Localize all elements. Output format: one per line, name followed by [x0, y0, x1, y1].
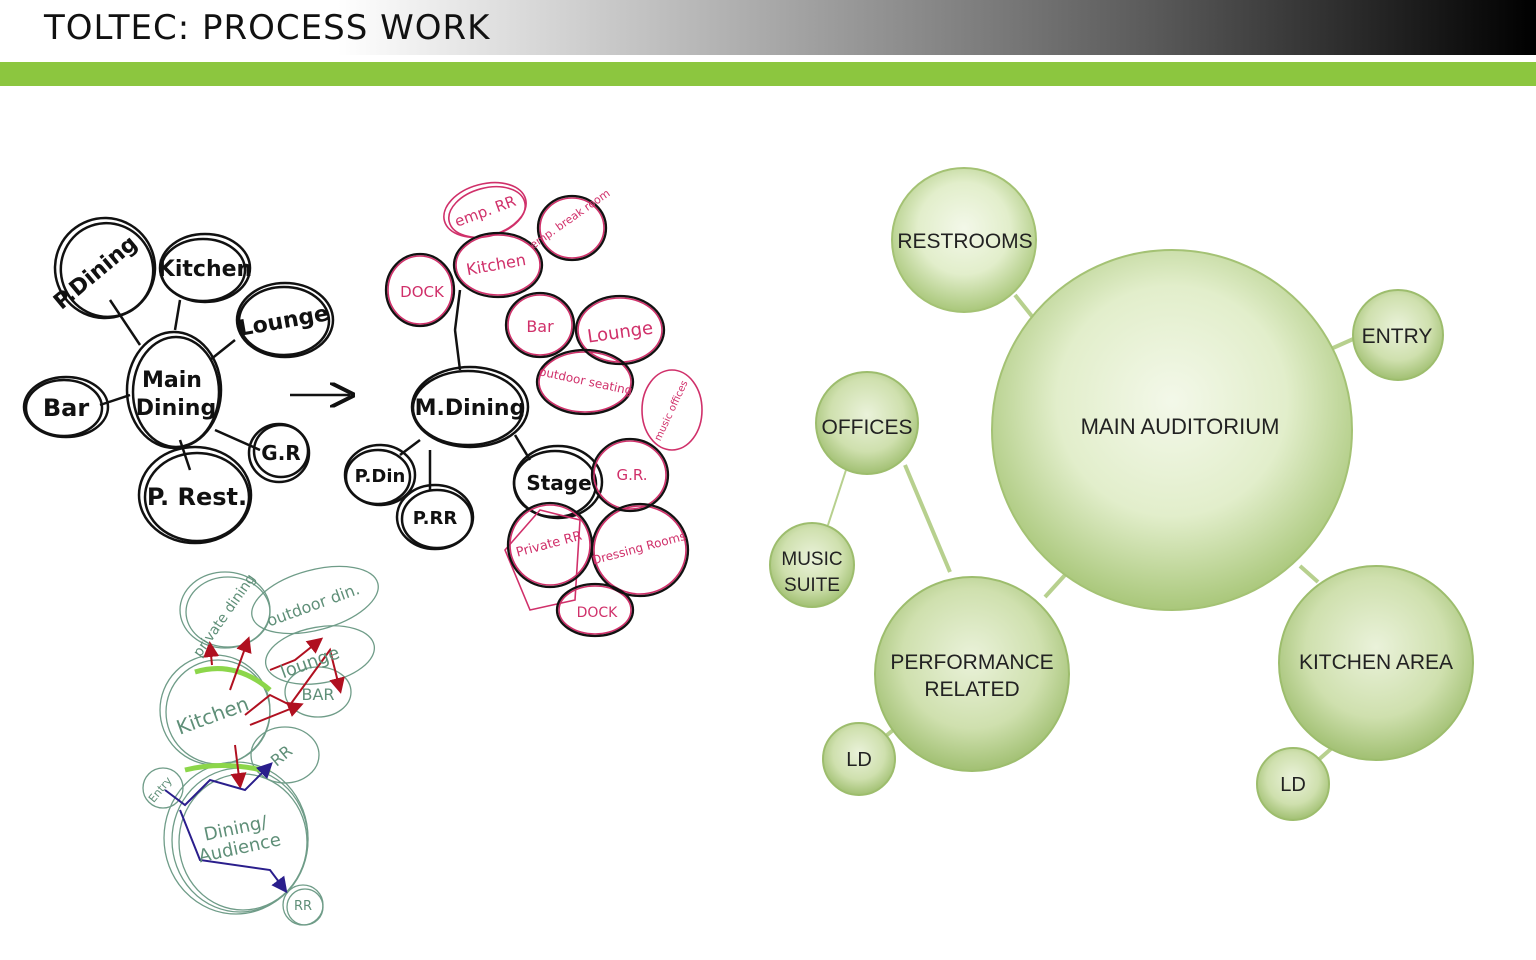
- label-ld-1: LD: [846, 749, 872, 771]
- bubble-ld-2: [1256, 747, 1330, 821]
- label-kitchen-area: KITCHEN AREA: [1299, 651, 1453, 674]
- sketch2-gr: G.R.: [616, 466, 647, 484]
- sketch-2: [343, 181, 703, 638]
- sketch2-dock-2: DOCK: [577, 605, 619, 621]
- label-offices: OFFICES: [821, 416, 912, 439]
- connector-kitchen-main: [1298, 564, 1320, 584]
- sketch1-lounge: Lounge: [237, 301, 331, 341]
- sketch-3-arrows: [164, 636, 345, 894]
- label-main-auditorium: MAIN AUDITORIUM: [1081, 414, 1280, 439]
- sketch2-dock-1: DOCK: [400, 283, 445, 301]
- label-restrooms: RESTROOMS: [897, 230, 1032, 253]
- bubble-main-auditorium: [991, 249, 1353, 611]
- connector-offices-music: [827, 469, 847, 526]
- sketch2-kitchen: Kitchen: [465, 250, 528, 279]
- sketch2-stage: Stage: [526, 471, 591, 495]
- bubble-diagram: MAIN AUDITORIUM RESTROOMS ENTRY OFFICES …: [769, 167, 1474, 821]
- bubble-entry: [1352, 289, 1444, 381]
- page-title: TOLTEC: PROCESS WORK: [44, 8, 491, 48]
- sketch2-music: music offices: [653, 379, 691, 443]
- bubble-offices: [815, 371, 919, 475]
- sketch2-private-rr: Private RR: [515, 529, 584, 561]
- sketch2-m-dining: M.Dining: [415, 396, 526, 421]
- bubble-kitchen-area: [1278, 565, 1474, 761]
- connector-performance-main: [1043, 573, 1067, 599]
- sketch3-bar: BAR: [301, 685, 334, 704]
- sketch1-p-dining: P.Dining: [49, 231, 142, 315]
- sketch2-lounge: Lounge: [586, 318, 654, 348]
- sketch3-dining: Dining/Audience: [193, 810, 283, 867]
- bubble-restrooms: [891, 167, 1037, 313]
- connector-offices-performance: [903, 464, 952, 573]
- label-entry: ENTRY: [1362, 325, 1433, 348]
- sketch2-bar: Bar: [526, 317, 554, 336]
- sketch3-rr2: RR: [294, 899, 312, 914]
- accent-bar: [0, 62, 1536, 86]
- sketch1-kitchen: Kitchen: [158, 257, 252, 282]
- bubble-ld-1: [822, 722, 896, 796]
- sketch1-p-rest: P. Rest.: [147, 483, 247, 511]
- sketch1-bar: Bar: [43, 394, 89, 422]
- sketch-1: [22, 216, 350, 545]
- sketch3-entry: Entry: [146, 774, 175, 805]
- sketch2-p-din: P.Din: [355, 466, 406, 487]
- sketch3-kitchen: Kitchen: [173, 691, 252, 739]
- sketch3-outdoor: outdoor din.: [264, 579, 362, 630]
- label-ld-2: LD: [1280, 774, 1306, 796]
- sketch2-dressing: Dressing Rooms: [591, 529, 688, 568]
- sketch1-gr: G.R: [261, 441, 300, 465]
- sketch2-outdoor: outdoor seating: [538, 364, 634, 397]
- sketch3-rr: RR: [267, 741, 296, 770]
- sketch2-prr: P.RR: [413, 508, 458, 529]
- sketch-2-labels: emp. RR emp. break room DOCK Kitchen Bar…: [355, 187, 691, 621]
- title-bar: [0, 0, 1536, 55]
- bubble-music-suite: [769, 522, 855, 608]
- bubble-performance-related: [874, 576, 1070, 772]
